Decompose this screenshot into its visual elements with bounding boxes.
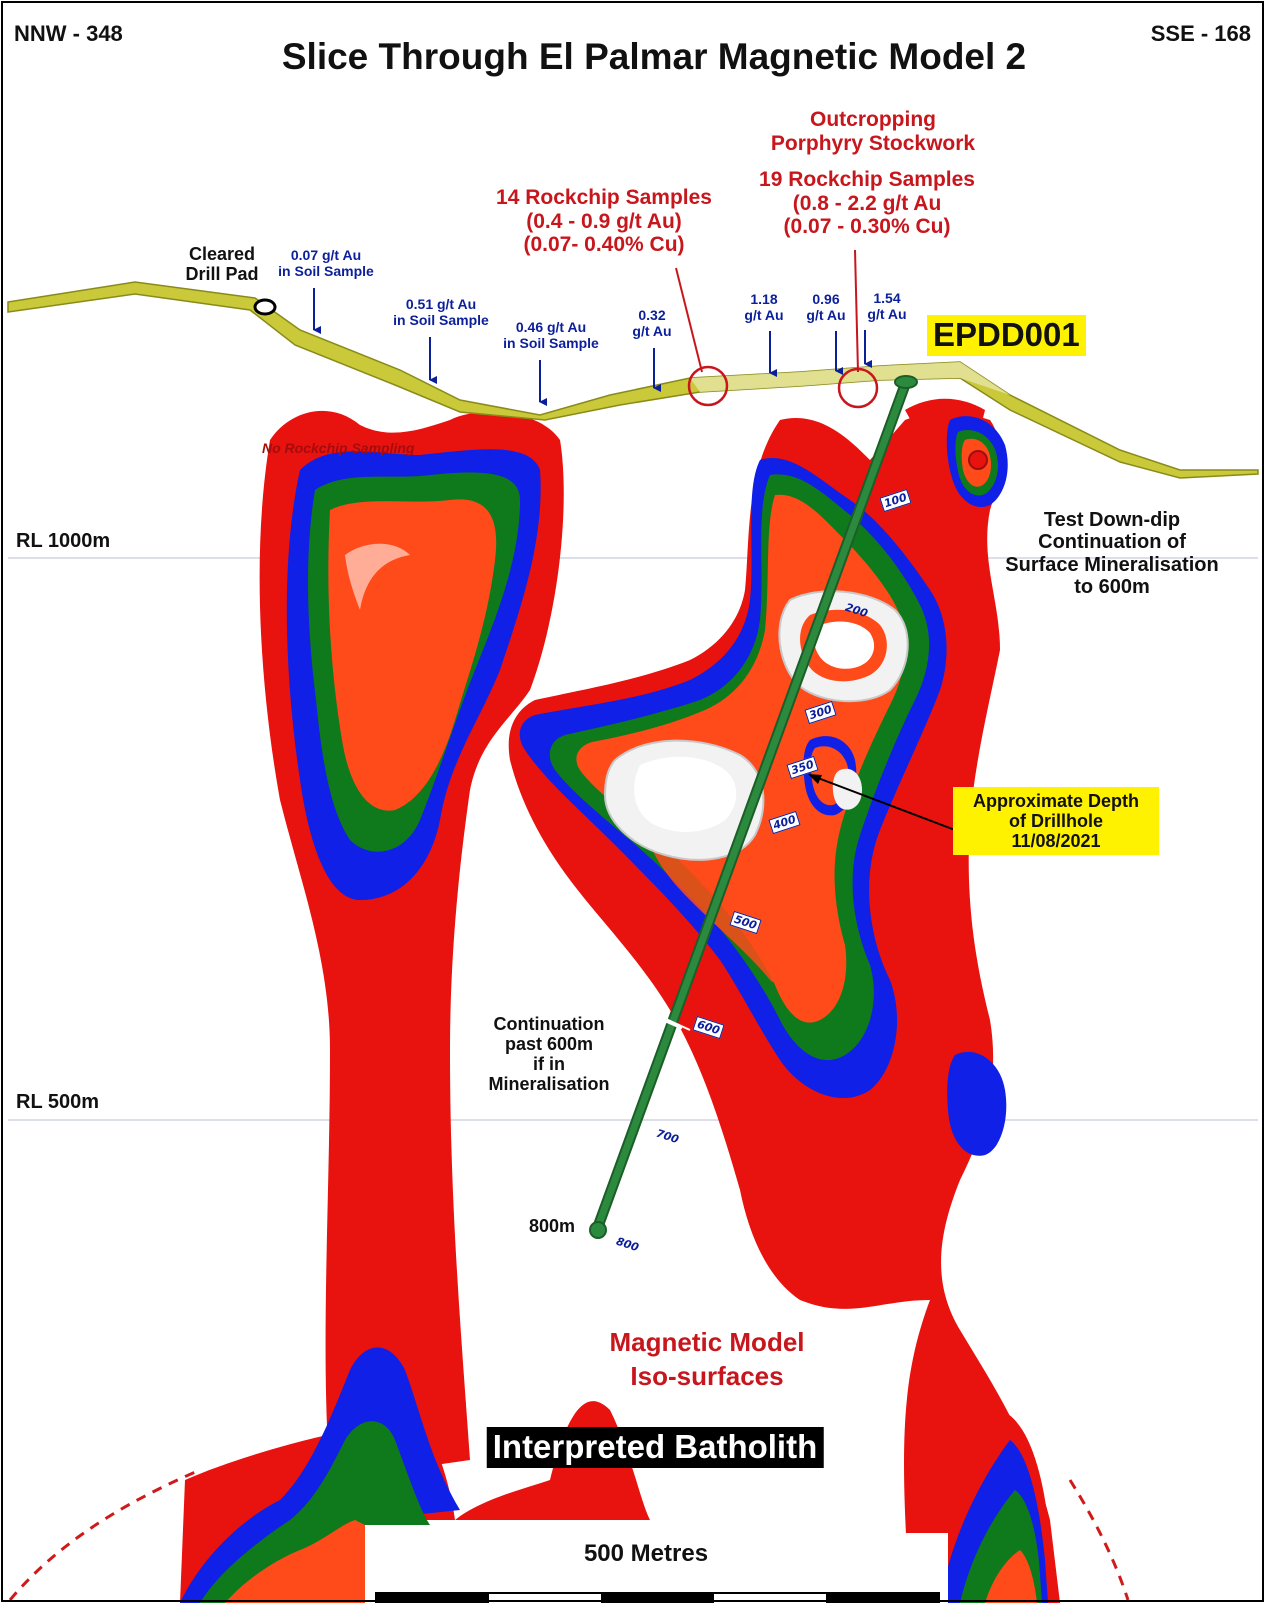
soil-051-label: 0.51 g/t Au in Soil Sample (393, 297, 489, 328)
current-depth-box: Approximate Depth of Drillhole 11/08/202… (953, 787, 1159, 855)
pt-032-label: 0.32 g/t Au (632, 308, 671, 339)
test-downdip-note: Test Down-dip Continuation of Surface Mi… (1005, 509, 1218, 599)
drillhole-end-marker (590, 1222, 606, 1238)
pt-096-label: 0.96 g/t Au (806, 292, 845, 323)
drill-pad-label: Cleared Drill Pad (185, 244, 258, 284)
batholith-label: Interpreted Batholith (487, 1427, 824, 1468)
rockchip-14-label: 14 Rockchip Samples (0.4 - 0.9 g/t Au) (… (496, 186, 712, 257)
soil-046-label: 0.46 g/t Au in Soil Sample (503, 320, 599, 351)
rockchip-19-label: 19 Rockchip Samples (0.8 - 2.2 g/t Au (0… (759, 168, 975, 239)
soil-007-label: 0.07 g/t Au in Soil Sample (278, 248, 374, 279)
drill-pad-marker (255, 300, 275, 314)
pt-118-label: 1.18 g/t Au (744, 292, 783, 323)
outcrop-label: Outcropping Porphyry Stockwork (771, 108, 975, 155)
label-800m: 800m (529, 1216, 575, 1236)
figure-title: Slice Through El Palmar Magnetic Model 2 (282, 36, 1026, 77)
iso-surfaces-label: Magnetic Model Iso-surfaces (609, 1326, 804, 1394)
batholith-outline (10, 1470, 200, 1600)
no-rockchip-label: No Rockchip Sampling (262, 441, 414, 457)
rl-1000-label: RL 1000m (16, 530, 110, 552)
batholith-outline-right (1070, 1480, 1128, 1600)
left-magnetic-body (260, 411, 564, 1480)
right-bearing: SSE - 168 (1151, 22, 1251, 47)
pt-154-label: 1.54 g/t Au (867, 291, 906, 322)
rl-500-label: RL 500m (16, 1091, 99, 1113)
drillhole-name: EPDD001 (927, 315, 1086, 356)
continuation-note: Continuation past 600m if in Mineralisat… (488, 1014, 609, 1095)
left-bearing: NNW - 348 (14, 22, 123, 47)
scale-bar-label: 500 Metres (584, 1541, 708, 1568)
label-600m: 600m (610, 983, 656, 1003)
